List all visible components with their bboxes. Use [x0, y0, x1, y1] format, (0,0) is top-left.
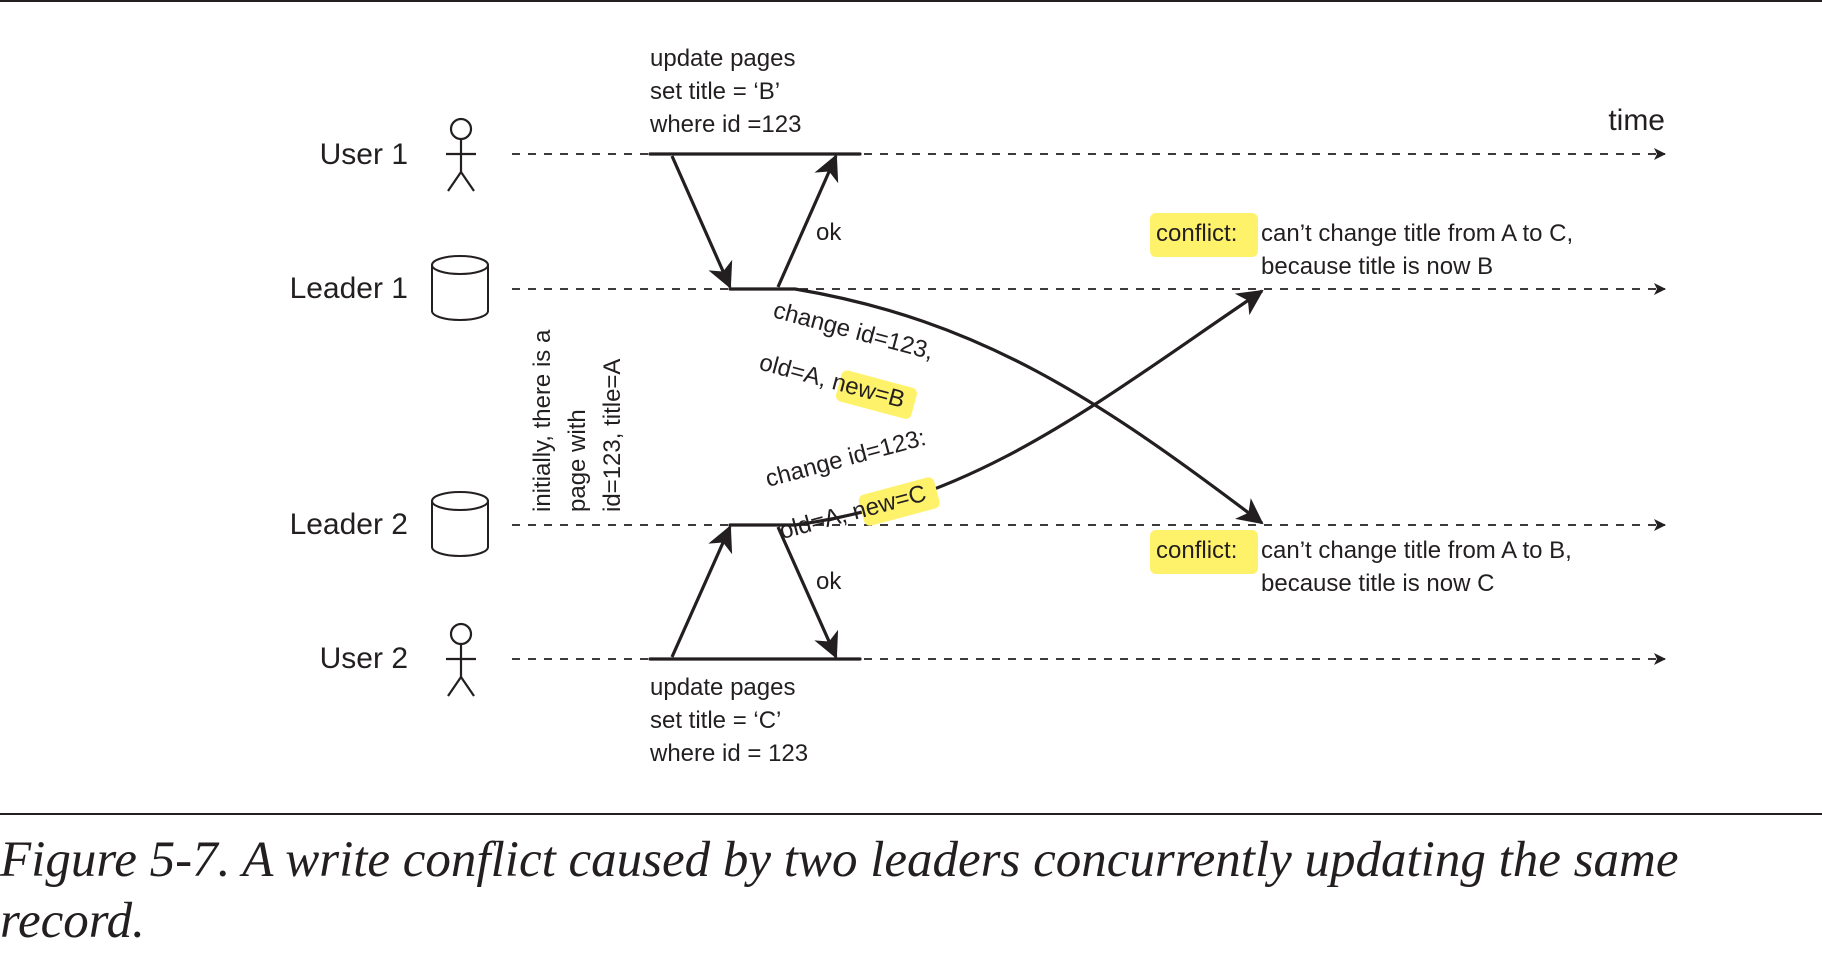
change-l2-prefix: old=A, [777, 499, 857, 545]
user1-request-text: update pages set title = ‘B’ where id =1… [649, 45, 801, 138]
conflict-2-tag: conflict: [1156, 537, 1237, 564]
initial-note-line1: initially, there is a [529, 329, 556, 512]
leader2-ok-arrow [776, 526, 839, 659]
user1-label: User 1 [320, 138, 408, 171]
user2-label: User 2 [320, 642, 408, 675]
user2-to-leader2-arrow [670, 525, 733, 658]
leader2-database-icon [431, 491, 489, 557]
user1-request-line3: where id =123 [649, 111, 801, 138]
user2-request-line3: where id = 123 [649, 740, 808, 767]
leader1-label: Leader 1 [290, 272, 408, 305]
user2-request-text: update pages set title = ‘C’ where id = … [649, 674, 808, 767]
conflict-2-line1: can’t change title from A to B, [1261, 537, 1572, 564]
leader2-label: Leader 2 [290, 508, 408, 541]
user2-request-line2: set title = ‘C’ [650, 707, 781, 734]
change-l1-line1: change id=123, [770, 297, 936, 366]
ok-label-leader2: ok [816, 568, 842, 595]
initial-note-line2: page with [564, 409, 591, 512]
conflict-1-line2: because title is now B [1261, 253, 1493, 280]
leader1-database-icon [431, 255, 489, 321]
conflict-1-line1: can’t change title from A to C, [1261, 220, 1573, 247]
user1-request-line2: set title = ‘B’ [650, 78, 780, 105]
user2-stick-figure-icon [446, 622, 476, 697]
conflict-note-leader2: conflict: can’t change title from A to B… [1150, 530, 1572, 597]
figure-caption: Figure 5-7. A write conflict caused by t… [0, 832, 1679, 949]
conflict-note-leader1: conflict: can’t change title from A to C… [1150, 213, 1573, 280]
initial-note: initially, there is a page with id=123, … [529, 329, 626, 512]
time-axis-label: time [1608, 104, 1665, 137]
highlight-new-b [835, 370, 917, 419]
ok-label-leader1: ok [816, 219, 842, 246]
conflict-2-line2: because title is now C [1261, 570, 1494, 597]
conflict-2-highlight [1150, 530, 1258, 574]
leader1-ok-arrow [776, 154, 839, 288]
user1-stick-figure-icon [446, 117, 476, 192]
change-l1-line2: old=A, new=B [756, 349, 907, 414]
initial-note-line3: id=123, title=A [599, 359, 626, 512]
change-l1-prefix: old=A, [756, 349, 836, 395]
user1-request-line1: update pages [650, 45, 795, 72]
change-l2-line1: change id=123: [763, 424, 929, 493]
change-message-leader2: change id=123: old=A, new=C [763, 424, 940, 545]
user2-request-line1: update pages [650, 674, 795, 701]
conflict-1-highlight [1150, 213, 1258, 257]
replication-leader1-to-leader2-arrow [794, 287, 1264, 525]
user1-to-leader1-arrow [670, 155, 733, 289]
conflict-1-tag: conflict: [1156, 220, 1237, 247]
highlight-new-c [858, 477, 940, 526]
